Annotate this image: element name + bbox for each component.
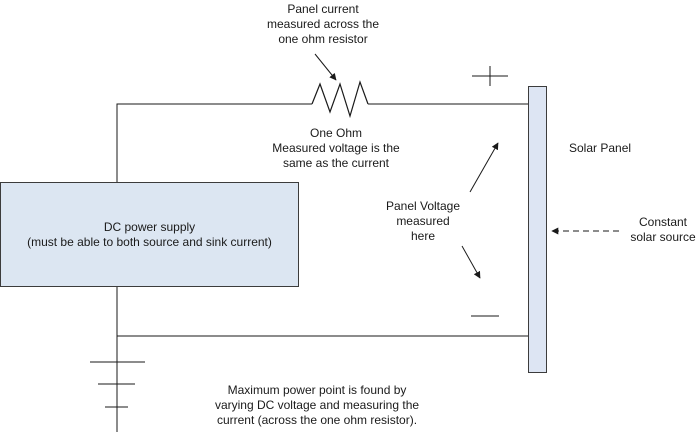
dc-power-supply-label: DC power supply (must be able to both so… bbox=[27, 220, 272, 249]
panel-current-label: Panel current measured across the one oh… bbox=[266, 2, 380, 46]
constant-solar-source-label: Constant solar source bbox=[630, 215, 696, 244]
solar-panel-label: Solar Panel bbox=[569, 141, 632, 155]
top-wire-left bbox=[116, 103, 312, 182]
resistor-label: One Ohm Measured voltage is the same as … bbox=[272, 126, 400, 170]
dc-power-supply-box bbox=[0, 182, 299, 287]
solar-panel bbox=[528, 86, 547, 373]
arrow-voltage-down bbox=[461, 245, 481, 279]
max-power-point-note: Maximum power point is found by varying … bbox=[214, 383, 420, 427]
panel-voltage-label: Panel Voltage measured here bbox=[385, 199, 461, 243]
bottom-wire bbox=[116, 286, 528, 337]
arrow-voltage-up bbox=[469, 142, 499, 193]
one-ohm-resistor bbox=[311, 80, 369, 119]
arrow-to-resistor bbox=[314, 53, 337, 81]
